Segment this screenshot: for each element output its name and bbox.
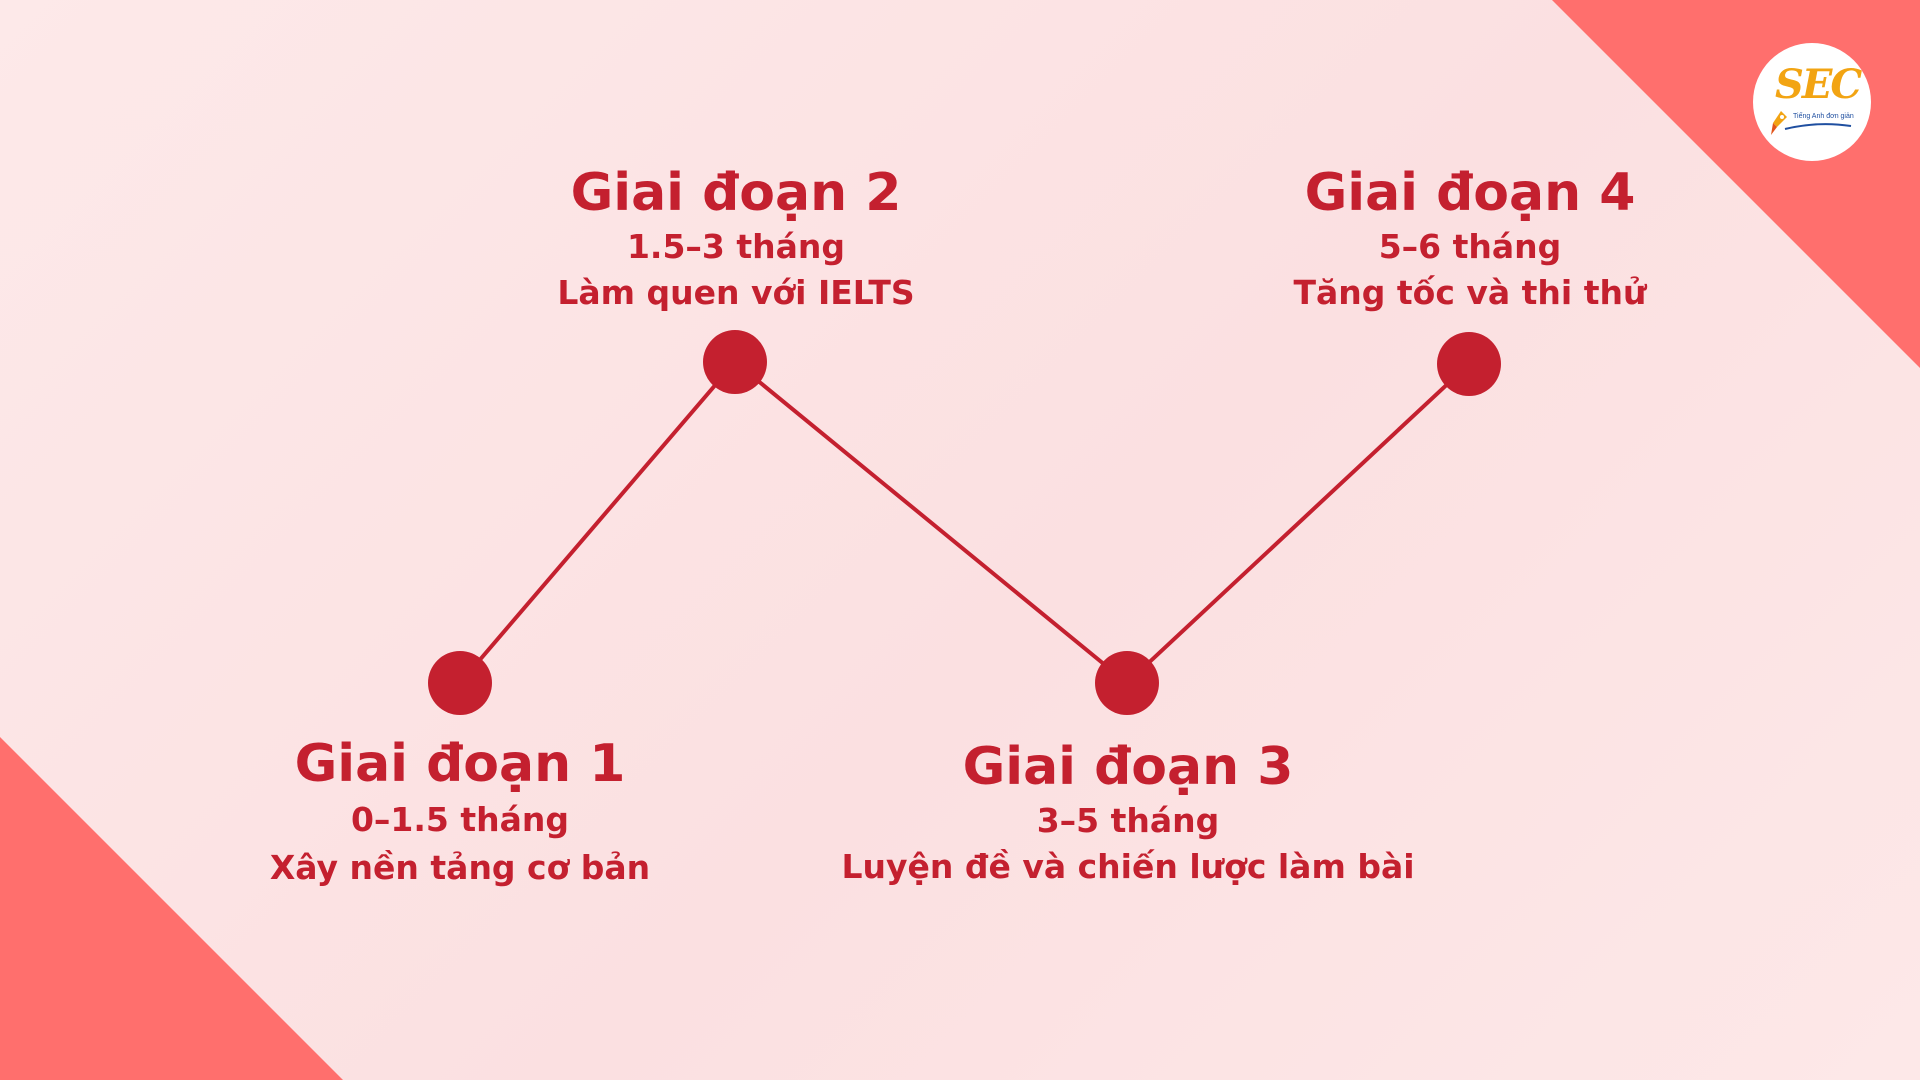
sec-logo: SEC Tiếng Anh đơn giản: [1753, 43, 1871, 161]
stage-1-label: Giai đoạn 1 0–1.5 tháng Xây nền tảng cơ …: [140, 733, 780, 891]
rocket-icon: [1771, 111, 1787, 135]
stage-2-title: Giai đoạn 2: [570, 163, 902, 223]
stage-3-duration: 3–5 tháng: [1036, 801, 1220, 840]
stage-4-title: Giai đoạn 4: [1304, 163, 1636, 223]
timeline-connector-line: [458, 360, 1471, 685]
bottom-left-corner-triangle: [0, 737, 343, 1080]
stage-4-duration: 5–6 tháng: [1378, 227, 1562, 266]
stage-4-node: [1437, 332, 1501, 396]
swoosh-icon: [1784, 123, 1852, 130]
stage-1-node: [428, 651, 492, 715]
stage-3-description: Luyện đề và chiến lược làm bài: [841, 847, 1415, 886]
stage-1-duration: 0–1.5 tháng: [350, 800, 570, 839]
stage-4-description: Tăng tốc và thi thử: [1293, 273, 1647, 312]
stage-3-node: [1095, 651, 1159, 715]
stage-3-label: Giai đoạn 3 3–5 tháng Luyện đề và chiến …: [808, 736, 1448, 890]
stage-2-node: [703, 330, 767, 394]
stage-1-description: Xây nền tảng cơ bản: [269, 848, 651, 887]
stage-3-title: Giai đoạn 3: [962, 737, 1294, 797]
stage-2-duration: 1.5–3 tháng: [626, 227, 846, 266]
stage-1-title: Giai đoạn 1: [294, 734, 626, 794]
logo-mark: SEC: [1775, 61, 1862, 108]
stage-4-label: Giai đoạn 4 5–6 tháng Tăng tốc và thi th…: [1150, 162, 1790, 316]
stage-2-description: Làm quen với IELTS: [557, 273, 915, 312]
stage-2-label: Giai đoạn 2 1.5–3 tháng Làm quen với IEL…: [416, 162, 1056, 316]
logo-tagline: Tiếng Anh đơn giản: [1793, 113, 1854, 120]
